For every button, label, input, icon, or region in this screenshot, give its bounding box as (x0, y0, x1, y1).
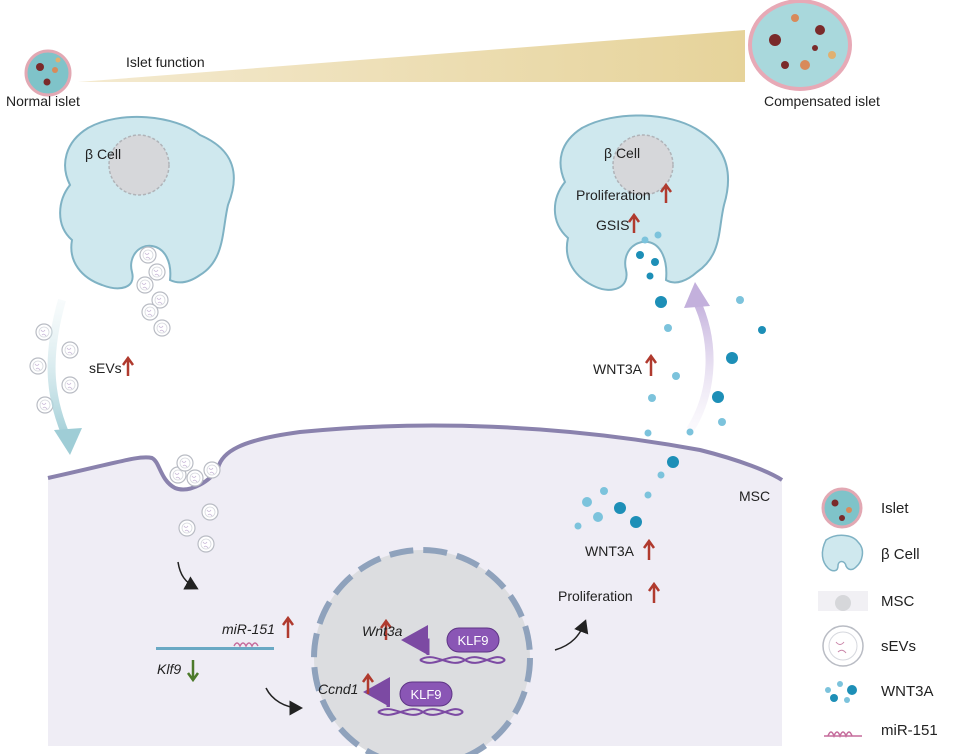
msc-wnt3a-dots (574, 456, 679, 530)
right-beta-cell (553, 114, 730, 291)
arrow-to-proliferation (554, 619, 589, 651)
left-beta-cell-label: β Cell (85, 146, 122, 162)
up-arrow-mir151 (281, 615, 295, 638)
beta-proliferation-label: Proliferation (576, 187, 651, 203)
up-arrow-wnt3a-gene (379, 618, 393, 640)
mir151-mrna (156, 642, 274, 650)
up-arrow-gsis (627, 212, 641, 233)
down-arrow-klf9 (186, 660, 200, 683)
klf9-protein-label-1: KLF9 (457, 633, 488, 648)
sev-uptake-arrow (47, 298, 82, 455)
dna-ccnd1 (363, 677, 464, 716)
normal-islet-label: Normal islet (6, 93, 80, 109)
left-beta-cell (59, 115, 235, 290)
legend-msc-icon (818, 591, 868, 611)
ccnd1-gene-label: Ccnd1 (318, 681, 359, 697)
legend-islet-icon (821, 487, 863, 529)
legend-mir151-label: miR-151 (881, 722, 938, 739)
compensated-islet-label: Compensated islet (764, 93, 880, 109)
arrow-to-mir151 (177, 561, 199, 590)
wnt3a-secretion-arrow (684, 282, 714, 433)
islet-function-label: Islet function (126, 54, 205, 70)
secreted-wnt3a-dots (644, 296, 766, 437)
normal-islet-icon (24, 49, 72, 97)
right-beta-cell-label: β Cell (604, 145, 641, 161)
nucleus (311, 547, 533, 754)
up-arrow-proliferation-beta (659, 182, 673, 203)
up-arrow-wnt3a-outside (644, 353, 658, 376)
legend-sevs-label: sEVs (881, 638, 917, 655)
wnt3a-outside-label: WNT3A (593, 361, 642, 377)
wnt3a-msc-label: WNT3A (585, 543, 634, 559)
wnt3a-gene-label: Wnt3a (362, 623, 403, 639)
mir151-label: miR-151 (222, 621, 275, 637)
legend-islet-label: Islet (881, 500, 909, 517)
islet-function-wedge (78, 30, 745, 82)
legend-beta-cell-icon (821, 534, 864, 572)
up-arrow-proliferation-msc (647, 581, 661, 603)
klf9-gene-label: Klf9 (157, 661, 182, 677)
klf9-protein-label-2: KLF9 (410, 687, 441, 702)
legend-mir151-icon (824, 731, 862, 739)
dna-wnt3a (401, 625, 506, 664)
gsis-label: GSIS (596, 217, 630, 233)
arrow-to-nucleus (265, 687, 303, 716)
legend-msc-label: MSC (881, 593, 915, 610)
up-arrow-ccnd1 (361, 672, 375, 694)
compensated-islet-icon (748, 0, 852, 91)
msc-label: MSC (739, 488, 771, 504)
up-arrow-sevs (121, 355, 135, 376)
sevs-label: sEVs (89, 360, 122, 376)
legend-wnt3a-icon (825, 681, 857, 703)
legend-sev-icon (822, 625, 864, 667)
msc-proliferation-label: Proliferation (558, 588, 633, 604)
up-arrow-wnt3a-msc (642, 538, 656, 560)
legend-beta-cell-label: β Cell (881, 546, 920, 563)
legend-wnt3a-label: WNT3A (881, 683, 934, 700)
